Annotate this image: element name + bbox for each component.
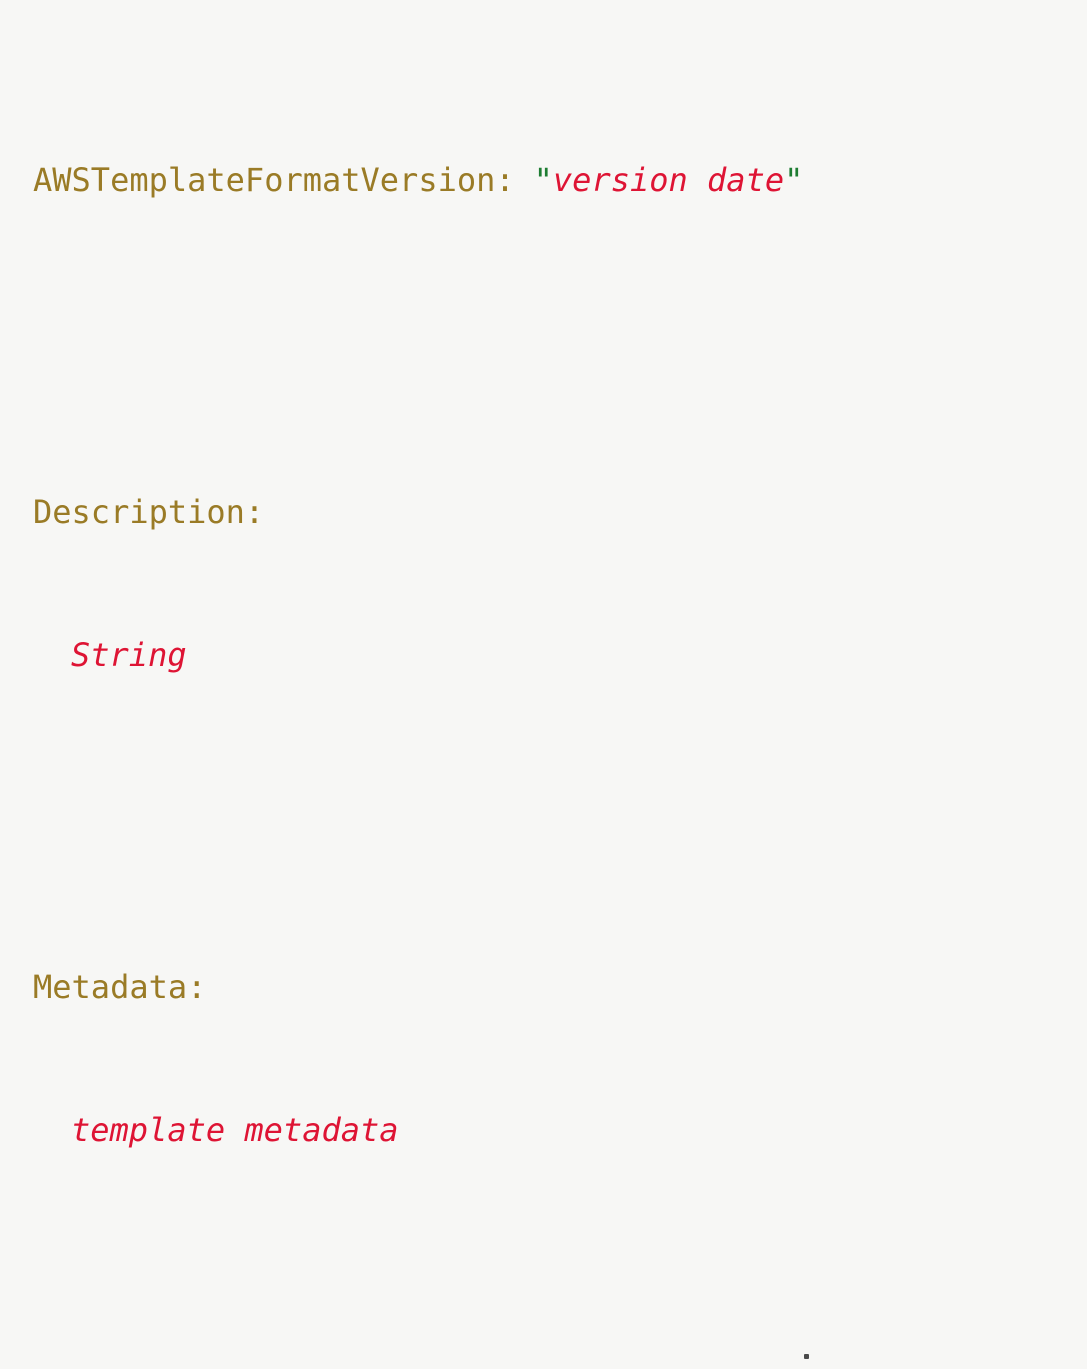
opening-quote: " <box>533 160 553 199</box>
yaml-value-placeholder: String <box>71 635 187 674</box>
yaml-value-placeholder: version date <box>552 160 785 199</box>
yaml-key: Metadata: <box>33 968 207 1006</box>
blank-line <box>33 299 1087 347</box>
yaml-key: Description: <box>33 493 265 531</box>
yaml-value-line-description: String <box>33 632 1087 680</box>
yaml-line-format-version: AWSTemplateFormatVersion: "version date" <box>33 157 1087 205</box>
stray-dot-artifact <box>804 1354 809 1359</box>
closing-quote: " <box>784 160 804 199</box>
blank-line <box>33 774 1087 822</box>
yaml-key-line-metadata: Metadata: <box>33 964 1087 1012</box>
yaml-key: AWSTemplateFormatVersion: <box>33 160 515 199</box>
yaml-key-line-description: Description: <box>33 489 1087 537</box>
yaml-value-line-metadata: template metadata <box>33 1107 1087 1155</box>
blank-line <box>33 1249 1087 1297</box>
yaml-value-placeholder: template metadata <box>71 1110 399 1149</box>
